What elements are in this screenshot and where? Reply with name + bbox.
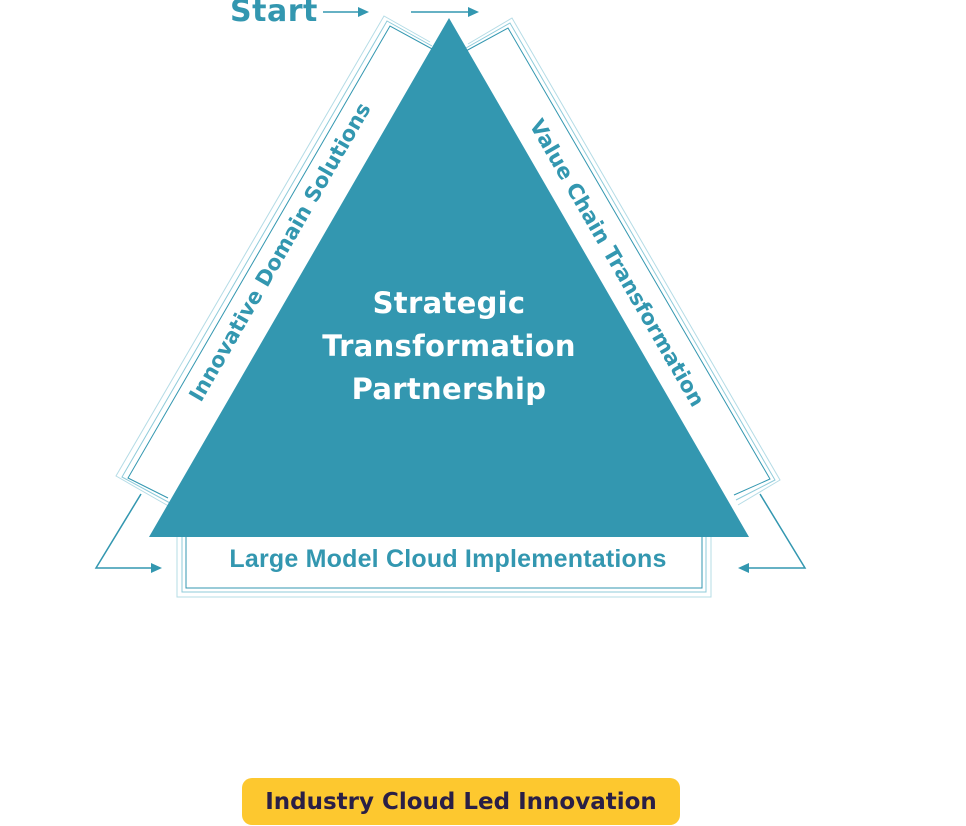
footer-badge: Industry Cloud Led Innovation: [242, 778, 680, 825]
right-band-outline: [463, 17, 781, 506]
start-label: Start: [230, 0, 318, 29]
center-title: Strategic Transformation Partnership: [300, 282, 598, 411]
start-arrow-1: [323, 7, 369, 17]
bottom-side-label: Large Model Cloud Implementations: [229, 545, 667, 573]
center-title-line-3: Partnership: [351, 372, 547, 406]
left-band-outline: [115, 15, 435, 509]
center-triangle: [149, 18, 749, 537]
left-flow-arrow: [94, 493, 162, 573]
center-title-line-2: Transformation: [322, 329, 576, 363]
center-title-line-1: Strategic: [372, 286, 526, 320]
right-flow-arrow: [738, 493, 807, 573]
start-arrow-2: [411, 7, 479, 17]
bottom-band-outline: [176, 537, 712, 598]
